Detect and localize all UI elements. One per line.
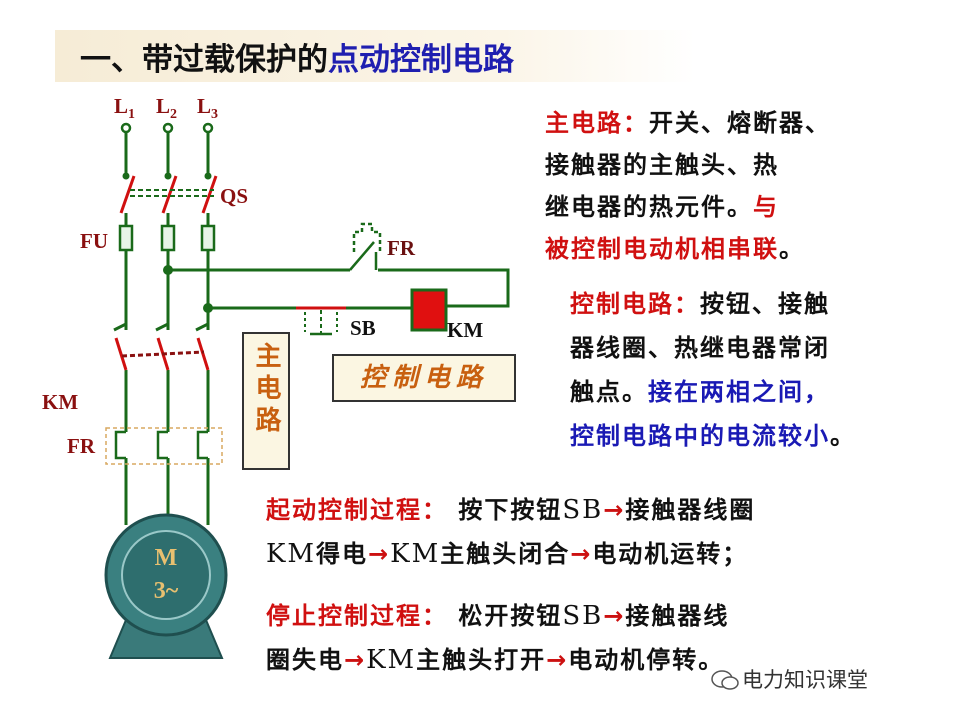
start-process-label: 起动控制过程：	[266, 496, 448, 524]
stop-process-label: 停止控制过程：	[266, 602, 448, 630]
label-l3-sub: 3	[211, 107, 219, 123]
start-process-text-2a: 得电	[316, 540, 369, 568]
label-fr: FR	[67, 434, 95, 458]
control-circuit-highlight-a: 接在两相之间，	[648, 378, 830, 406]
km-coil	[410, 288, 448, 332]
control-wires	[168, 268, 510, 310]
arrow-4: →	[603, 602, 626, 630]
stop-process-text-1a: 松开按钮	[458, 602, 563, 630]
title-part-1: 一、带过载保护的	[80, 42, 328, 78]
start-process-km-1: KM	[266, 539, 317, 569]
main-circuit-line-4: 被控制电动机相串联。	[545, 229, 805, 264]
label-qs: QS	[220, 184, 249, 208]
start-process-text-1b: 接触器线圈	[625, 496, 756, 524]
start-process-km-2: KM	[390, 539, 441, 569]
label-ctrl-km: KM	[447, 318, 484, 342]
start-process-text-1a: 按下按钮	[458, 496, 563, 524]
main-circuit-text-1: 开关、熔断器、	[649, 109, 831, 137]
label-l1-text: L	[114, 94, 129, 118]
label-l1-sub: 1	[128, 107, 136, 123]
control-circuit-text-1: 按钮、接触	[700, 290, 830, 318]
label-ctrl-fr: FR	[387, 236, 415, 260]
qs-switch	[119, 172, 218, 214]
wechat-icon	[711, 670, 739, 690]
label-fu: FU	[80, 229, 108, 253]
start-process-line-1: 起动控制过程： 按下按钮SB→接触器线圈	[266, 490, 755, 525]
control-circuit-line-2: 器线圈、热继电器常闭	[570, 334, 830, 362]
main-circuit-line-3: 继电器的热元件。与	[545, 187, 779, 222]
fuses	[118, 224, 216, 252]
arrow-6: →	[546, 646, 569, 674]
label-l2-text: L	[156, 94, 171, 118]
arrow-3: →	[570, 540, 593, 568]
km-main-contacts	[113, 322, 210, 371]
fr-thermal-elements	[105, 427, 223, 465]
label-l3: L3	[197, 94, 218, 123]
label-l2: L2	[156, 94, 177, 123]
stop-process-line-1: 停止控制过程： 松开按钮SB→接触器线	[266, 596, 729, 631]
start-process-text-2b: 主触头闭合	[440, 540, 571, 568]
main-circuit-text-3: 继电器的热元件。	[545, 193, 753, 221]
motor-label-m: M	[154, 545, 178, 571]
control-circuit-line-4: 控制电路中的电流较小。	[570, 416, 856, 451]
stop-process-sb: SB	[562, 601, 604, 631]
main-wires	[124, 128, 210, 525]
control-circuit-end: 。	[830, 422, 856, 450]
motor-label-phase: 3~	[153, 578, 179, 604]
main-circuit-end: 。	[779, 235, 805, 263]
stop-process-text-2a: 圈失电	[266, 646, 344, 674]
page-title: 一、带过载保护的点动控制电路	[80, 34, 514, 79]
control-circuit-highlight-b: 控制电路中的电流较小	[570, 422, 830, 450]
control-circuit-box: 控制电路	[332, 354, 516, 402]
label-l2-sub: 2	[170, 107, 178, 123]
arrow-5: →	[344, 646, 367, 674]
label-km: KM	[42, 390, 79, 414]
stop-process-text-1b: 接触器线	[625, 602, 730, 630]
main-circuit-highlight-a: 与	[753, 193, 779, 221]
terminals	[120, 122, 214, 134]
control-circuit-line-3: 触点。接在两相之间，	[570, 372, 830, 407]
start-process-sb: SB	[562, 495, 604, 525]
watermark: 电力知识课堂	[742, 668, 868, 692]
main-circuit-line-1: 主电路：开关、熔断器、	[545, 103, 831, 138]
start-process-line-2: KM得电→KM主触头闭合→电动机运转；	[266, 534, 748, 569]
motor-symbol	[104, 513, 228, 659]
main-circuit-box-text: 主电路	[251, 342, 281, 438]
main-circuit-line-2: 接触器的主触头、热	[545, 151, 779, 179]
sb-button	[296, 306, 346, 336]
stop-process-km: KM	[366, 645, 417, 675]
main-circuit-box: 主电路	[242, 332, 290, 470]
main-circuit-highlight-b: 被控制电动机相串联	[545, 235, 779, 263]
junctions	[163, 265, 213, 313]
main-circuit-label: 主电路：	[545, 109, 649, 137]
start-process-text-2c: 电动机运转；	[592, 540, 749, 568]
title-part-2: 点动控制电路	[328, 42, 514, 78]
arrow-2: →	[368, 540, 391, 568]
stop-process-line-2: 圈失电→KM主触头打开→电动机停转。	[266, 640, 724, 675]
stop-process-text-2b: 主触头打开	[416, 646, 547, 674]
control-circuit-line-1: 控制电路：按钮、接触	[570, 284, 830, 319]
arrow-1: →	[603, 496, 626, 524]
control-circuit-text-3: 触点。	[570, 378, 648, 406]
label-l1: L1	[114, 94, 135, 123]
control-circuit-box-text: 控制电路	[359, 363, 488, 393]
stop-process-text-2c: 电动机停转。	[568, 646, 725, 674]
control-circuit-label: 控制电路：	[570, 290, 700, 318]
label-ctrl-sb: SB	[350, 316, 376, 340]
title-banner	[55, 30, 695, 82]
label-l3-text: L	[197, 94, 212, 118]
fr-nc-contact	[349, 222, 382, 271]
